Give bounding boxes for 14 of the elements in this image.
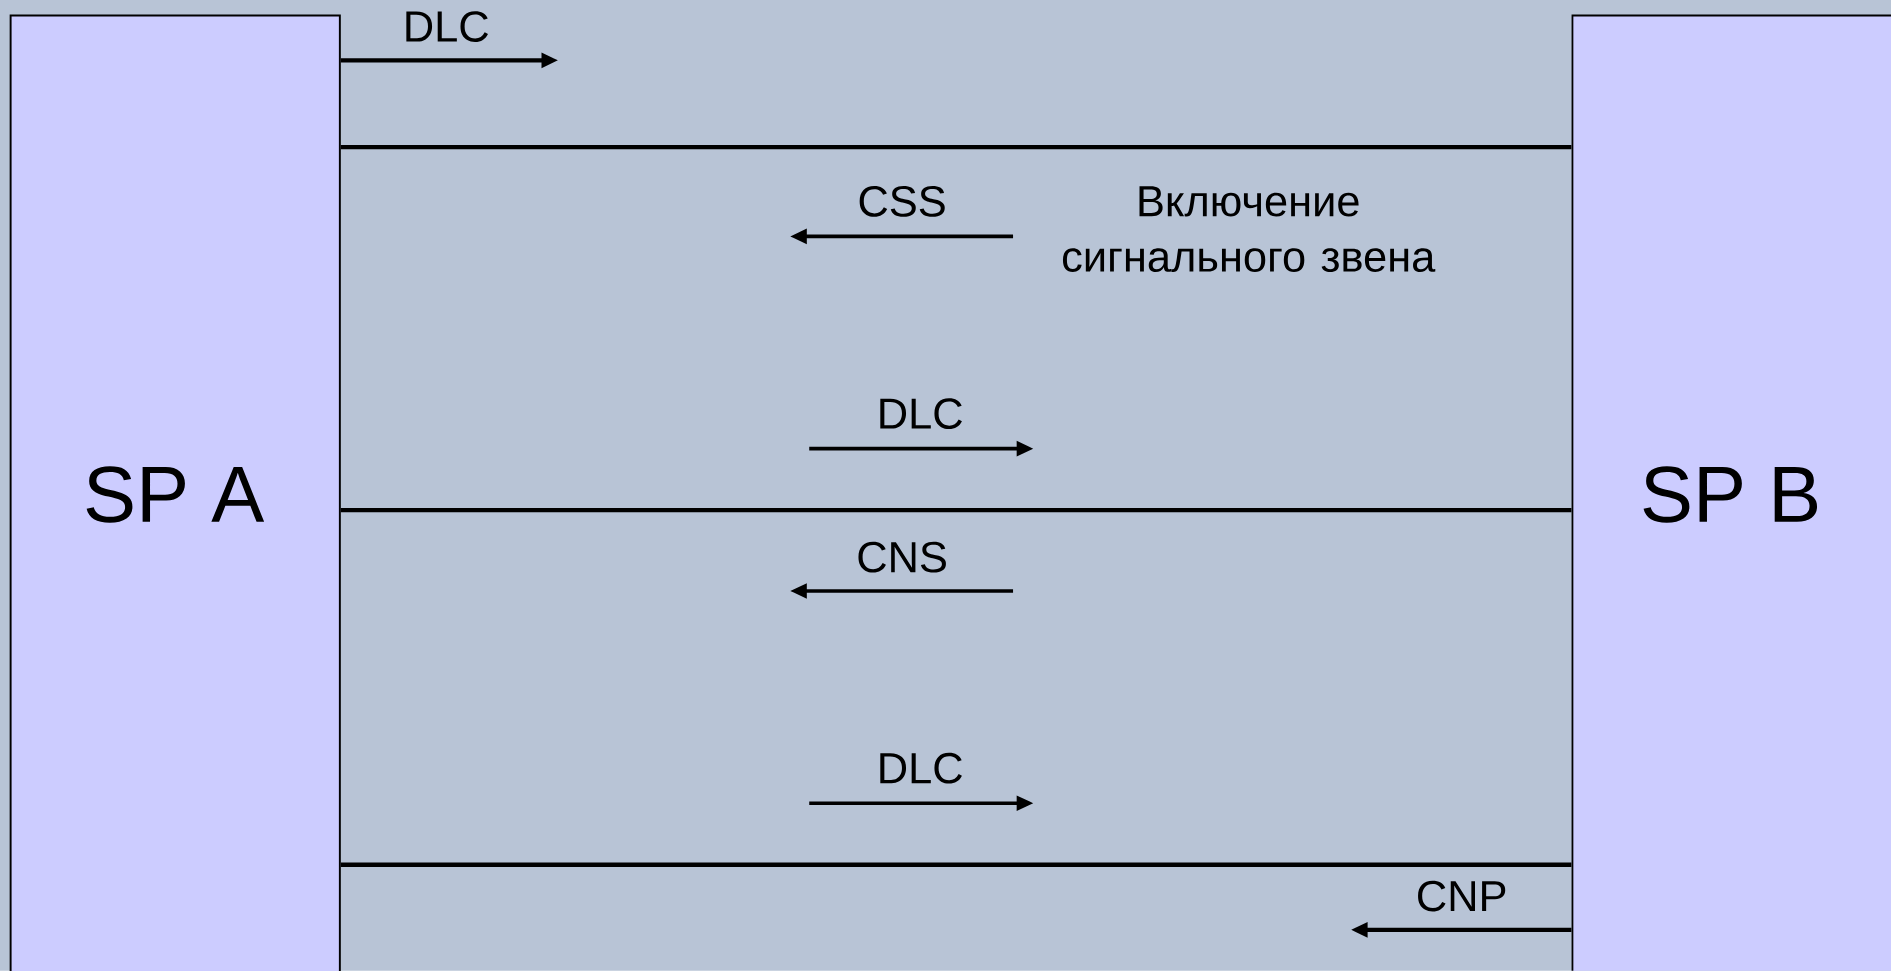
divider-line [340, 145, 1572, 150]
station-label: SP B [1643, 466, 1818, 523]
station-box [9, 14, 341, 971]
divider-line [340, 862, 1572, 867]
edge-label: DLC [406, 11, 488, 42]
station-box [1571, 14, 1891, 971]
divider-line [340, 508, 1572, 513]
note-text: Включение сигнального звена [1062, 186, 1436, 273]
edge-label: CNP [1418, 880, 1506, 912]
message-label: DLC [880, 752, 962, 784]
message-label: CNS [858, 541, 946, 573]
station-label: SP A [86, 466, 265, 523]
message-label: CSS [859, 186, 945, 217]
message-label: DLC [880, 398, 962, 430]
